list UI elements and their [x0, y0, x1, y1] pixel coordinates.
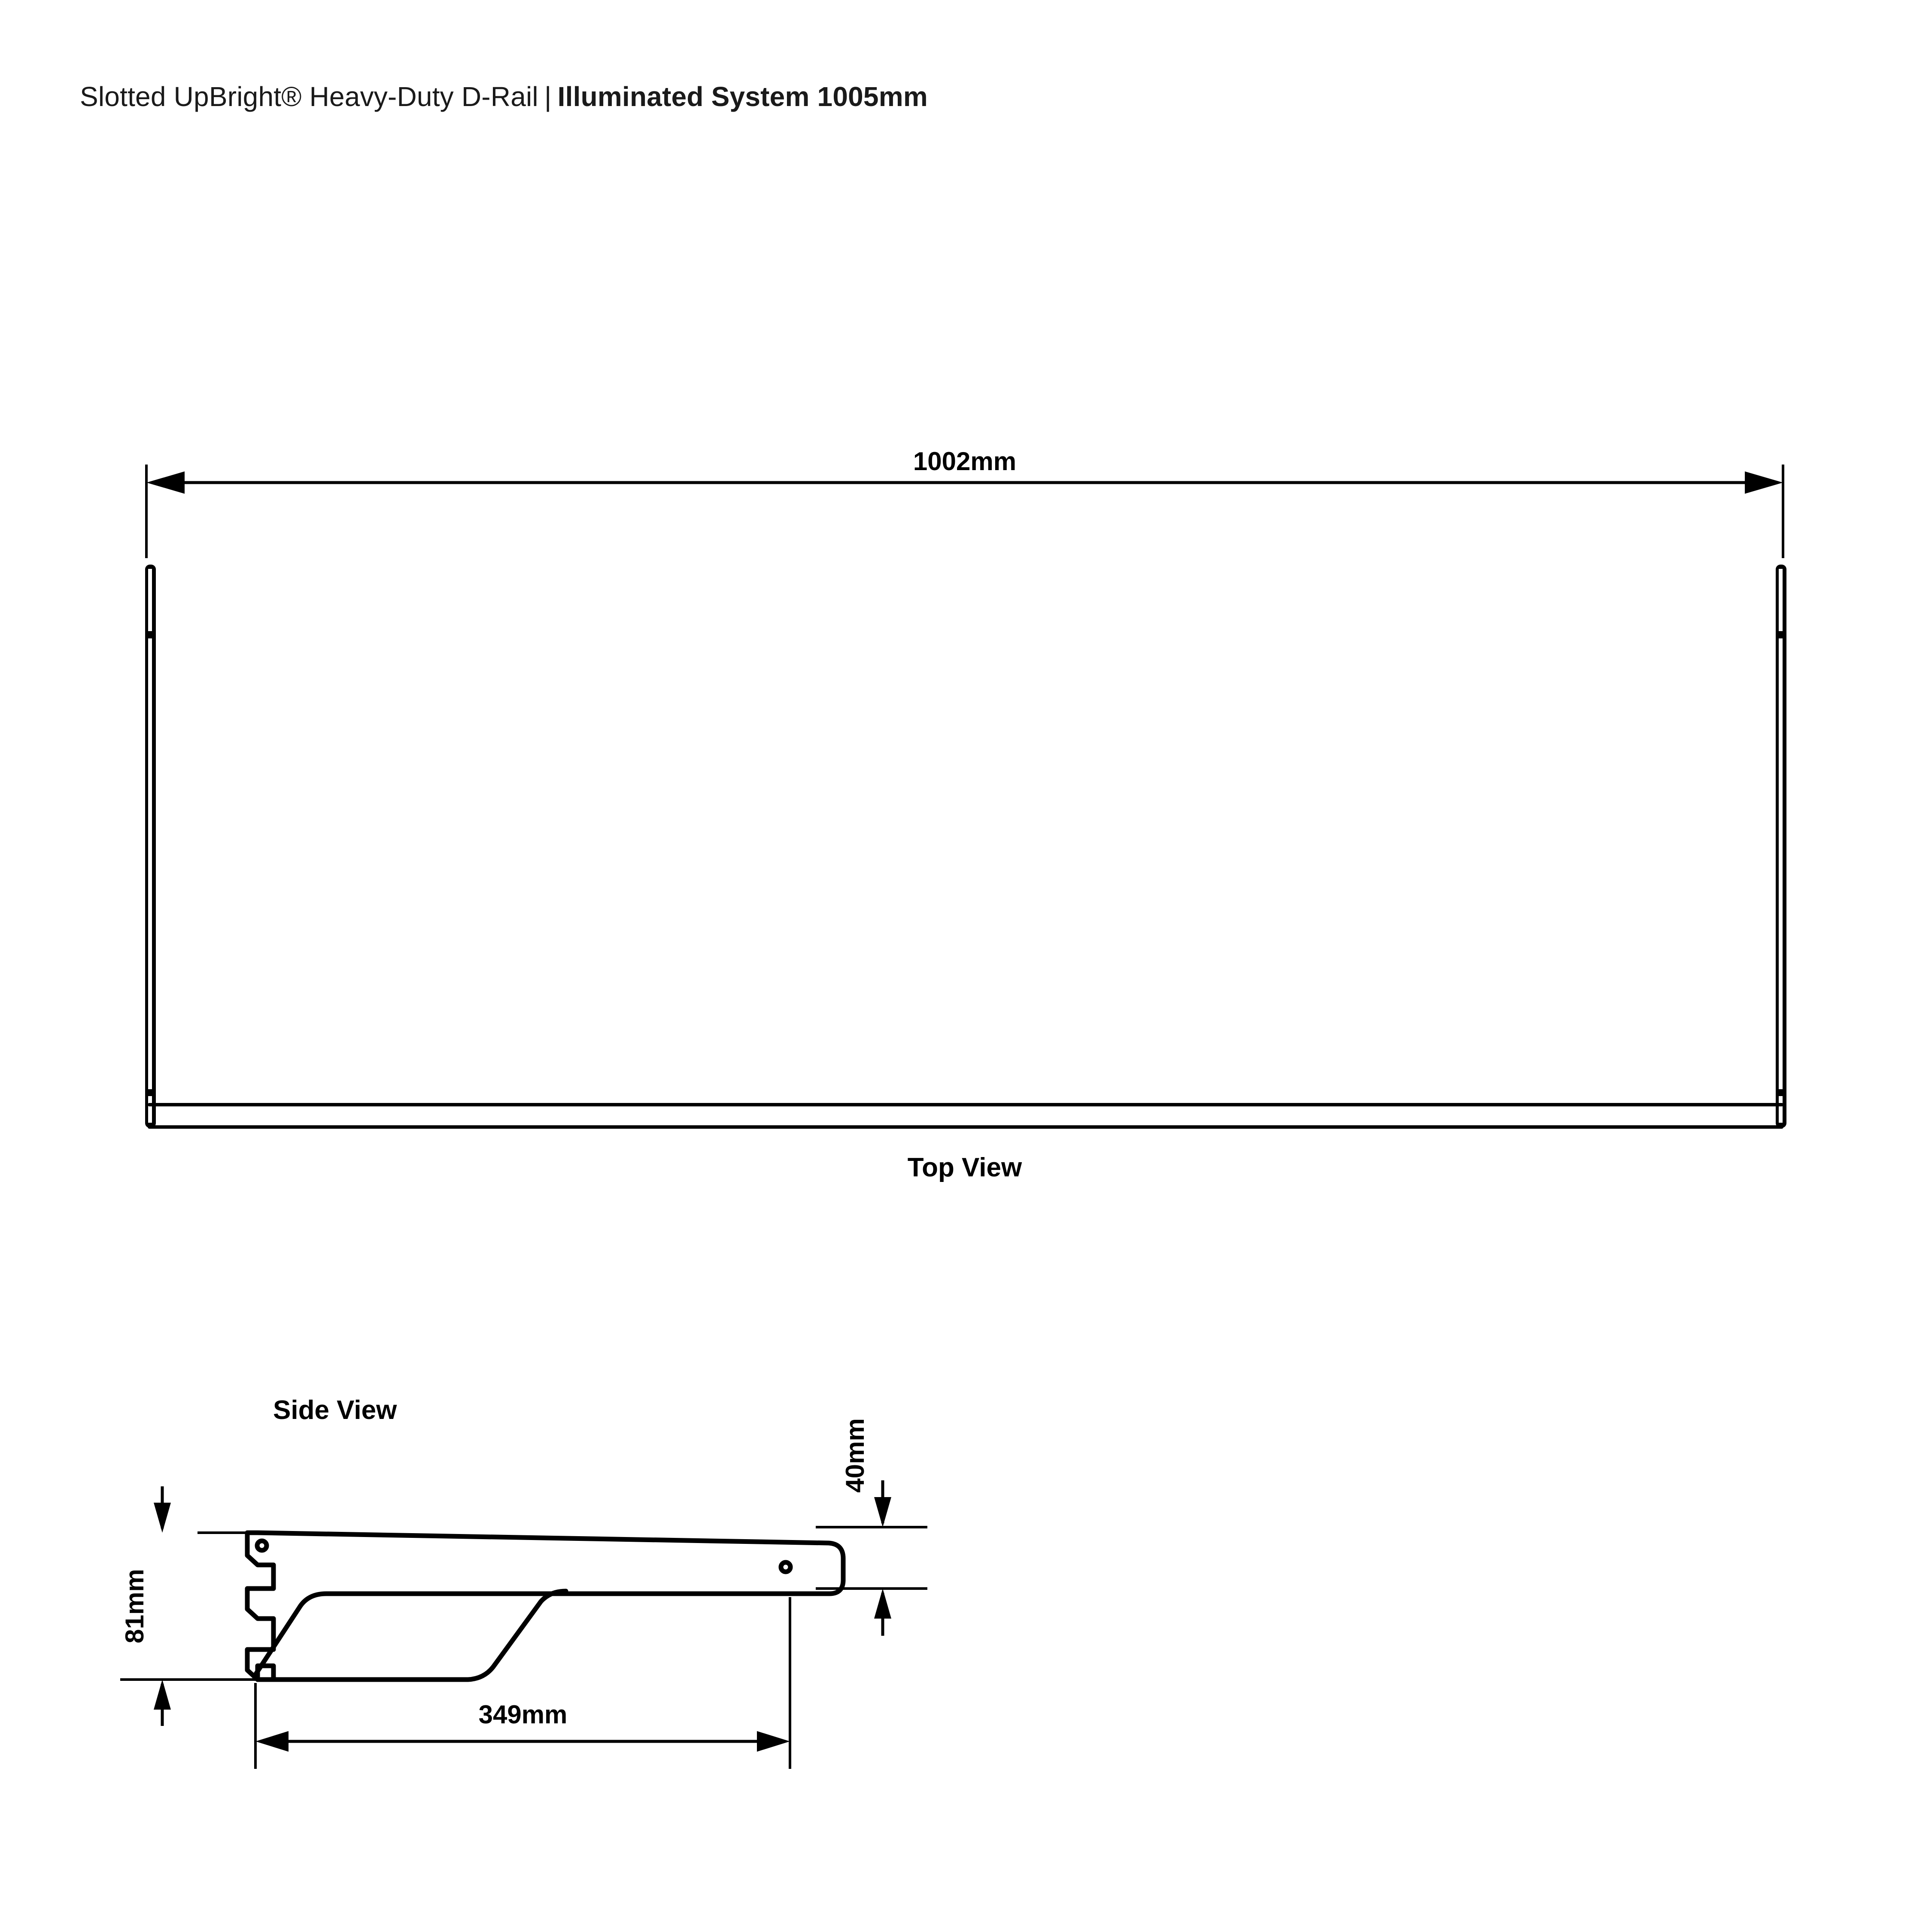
bracket-profile-outline [245, 1530, 846, 1682]
title-primary-text: Slotted UpBright® Heavy-Duty D-Rail [80, 81, 538, 112]
side-view-group: Side View 81mm 40mm 349mm [120, 1395, 927, 1769]
side-81-arrow-bottom-icon [154, 1680, 171, 1710]
title-separator: | [544, 81, 552, 112]
side-81-arrow-top-icon [154, 1503, 171, 1533]
top-view-right-upright [1776, 565, 1786, 1128]
side-349-arrow-right-icon [757, 1731, 790, 1752]
bracket-upper-mounting-hole [255, 1538, 269, 1553]
side-349-arrow-left-icon [255, 1731, 289, 1752]
top-view-left-upright [145, 565, 156, 1128]
side-40-arrow-bottom-icon [874, 1589, 891, 1619]
bracket-tip-hole [778, 1560, 793, 1574]
page-title: Slotted UpBright® Heavy-Duty D-Rail|Illu… [80, 82, 928, 112]
title-secondary-text: Illuminated System 1005mm [557, 81, 928, 112]
top-view-group: 1002mm Top View [145, 447, 1786, 1182]
bracket-arm-underside [255, 1589, 568, 1682]
dim-tip-height-label: 40mm [841, 1418, 869, 1492]
top-view-label: Top View [908, 1153, 1022, 1182]
side-40-arrow-top-icon [874, 1497, 891, 1527]
dim-bracket-height-label: 81mm [120, 1569, 149, 1643]
dim-bracket-depth-label: 349mm [479, 1700, 568, 1729]
top-dim-arrow-left-icon [146, 471, 185, 494]
dim-overall-length-label: 1002mm [913, 447, 1016, 476]
side-view-label: Side View [273, 1395, 397, 1425]
top-dim-arrow-right-icon [1745, 471, 1783, 494]
